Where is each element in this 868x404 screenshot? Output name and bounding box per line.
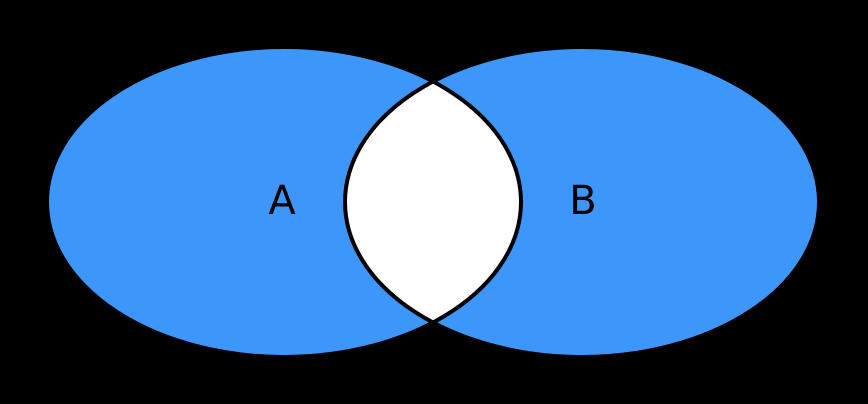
set-a-outline bbox=[45, 45, 523, 359]
intersection-region[interactable] bbox=[345, 47, 819, 357]
set-b-outline bbox=[343, 45, 821, 359]
set-b-label: B bbox=[569, 178, 596, 224]
set-a-label: A bbox=[268, 178, 296, 224]
